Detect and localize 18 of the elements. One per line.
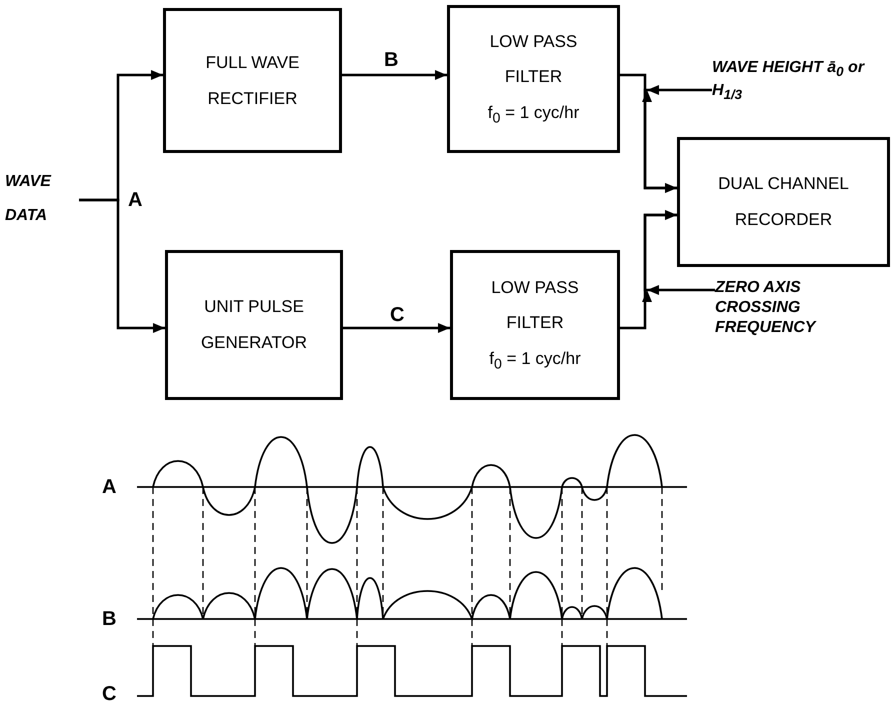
process-box	[165, 250, 343, 400]
box-title: DUAL CHANNEL RECORDER	[717, 173, 850, 231]
cutoff-frequency-text: f$_{0}$ = 1 cyc/hr	[489, 348, 581, 374]
arrow	[342, 70, 447, 80]
arrow	[343, 323, 450, 333]
signal-annotation: WAVE HEIGHT ā$_{0}$ or H$_{1/3}$	[712, 58, 884, 104]
process-box	[677, 137, 890, 267]
process-box	[447, 5, 620, 153]
box-title: UNIT PULSE GENERATOR	[200, 296, 308, 354]
signal-annotation: WAVE DATA	[5, 165, 79, 233]
box-title: FULL WAVE RECTIFIER	[204, 52, 300, 110]
arrow	[644, 85, 712, 193]
process-box	[163, 8, 342, 153]
arrow	[644, 210, 715, 300]
signal-annotation: ZERO AXIS CROSSING FREQUENCY	[715, 278, 845, 338]
cutoff-frequency-text: f$_{0}$ = 1 cyc/hr	[488, 102, 580, 128]
arrow	[79, 198, 165, 333]
process-box	[450, 250, 620, 400]
